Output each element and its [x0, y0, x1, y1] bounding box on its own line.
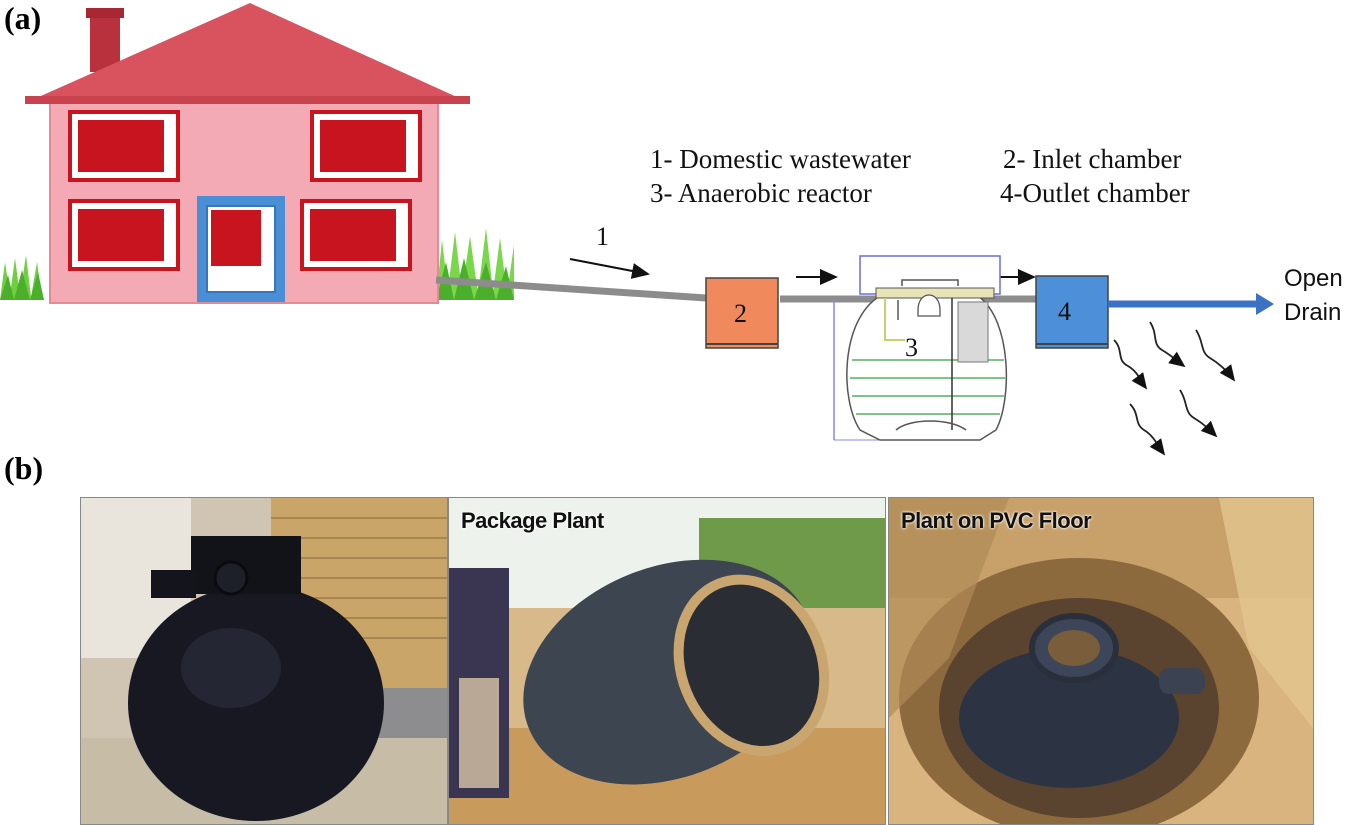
photo-reactor-tank: [80, 497, 448, 825]
photo-caption-package-plant: Package Plant: [461, 508, 604, 533]
legend-item-3: 3- Anaerobic reactor: [650, 178, 872, 208]
grass-left: [0, 255, 44, 300]
open-drain-label: Open Drain: [1284, 262, 1343, 330]
photo-caption-pvc-floor: Plant on PVC Floor: [901, 508, 1092, 533]
panel-label-a: (a): [4, 0, 42, 36]
flow-arrow-1: [569, 258, 650, 279]
window-top-right: [310, 110, 422, 182]
open-drain-line1: Open: [1284, 265, 1343, 292]
inlet-chamber: [705, 277, 779, 349]
marker-1: 1: [596, 222, 609, 251]
panel-label-b: (b): [4, 450, 44, 486]
marker-3: 3: [905, 333, 918, 362]
roof: [25, 3, 470, 103]
open-drain-line2: Drain: [1284, 299, 1342, 326]
marker-2: 2: [734, 299, 747, 328]
window-bottom-right: [300, 199, 412, 271]
pipe-house-to-inlet: [435, 276, 707, 302]
window-bottom-left: [68, 199, 180, 271]
legend-item-2: 2- Inlet chamber: [1003, 144, 1182, 174]
legend-item-1: 1- Domestic wastewater: [650, 144, 911, 174]
outlet-chamber: [1035, 275, 1109, 349]
marker-4: 4: [1058, 297, 1071, 326]
door: [197, 196, 285, 302]
photo-package-plant: Package Plant: [448, 497, 886, 825]
legend-item-4: 4-Outlet chamber: [1000, 178, 1190, 208]
seepage-arrows: [1113, 321, 1236, 456]
chimney: [90, 12, 120, 72]
grass-right: [436, 228, 514, 300]
treatment-scheme-diagram: 1 2 3 4: [0, 3, 1274, 456]
photo-plant-on-pvc-floor: Plant on PVC Floor: [888, 497, 1314, 825]
window-top-left: [68, 110, 180, 182]
anaerobic-reactor: [833, 255, 1008, 441]
house-illustration: [25, 3, 470, 304]
